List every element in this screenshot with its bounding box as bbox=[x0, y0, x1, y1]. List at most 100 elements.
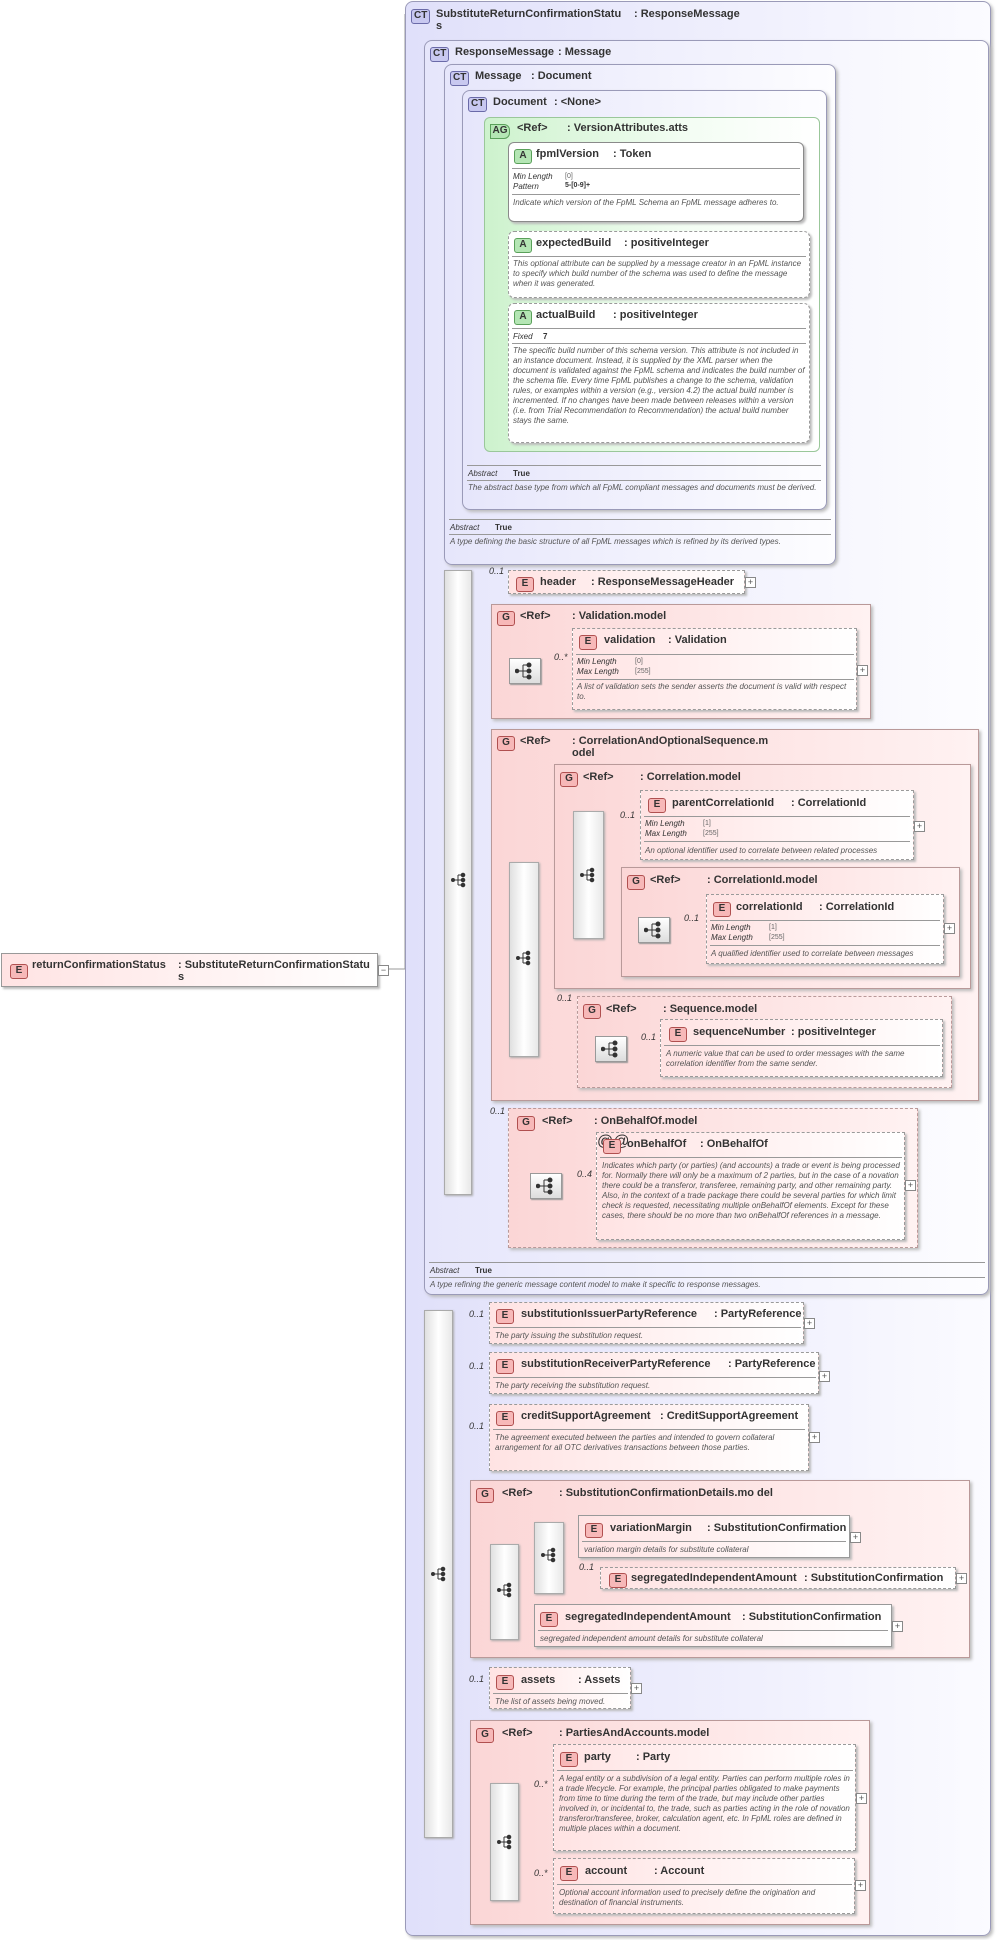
divider bbox=[429, 1277, 985, 1278]
element-substitution-issuer-party-reference[interactable]: E substitutionIssuerPartyReference : Par… bbox=[489, 1302, 804, 1344]
element-assets[interactable]: E assets : Assets The list of assets bei… bbox=[489, 1667, 631, 1709]
expand-icon[interactable]: + bbox=[631, 1683, 642, 1694]
sequence-compositor[interactable] bbox=[444, 570, 472, 1195]
divider bbox=[576, 654, 854, 655]
abstract-value: True bbox=[513, 469, 530, 478]
expand-icon[interactable]: + bbox=[914, 821, 925, 832]
element-type: : PartyReference bbox=[728, 1358, 816, 1370]
element-segregated-independent-amount-optional[interactable]: E segregatedIndependentAmount : Substitu… bbox=[600, 1567, 956, 1589]
sequence-icon[interactable] bbox=[638, 917, 670, 943]
element-substitution-receiver-party-reference[interactable]: E substitutionReceiverPartyReference : P… bbox=[489, 1352, 819, 1394]
expand-icon[interactable]: + bbox=[745, 577, 756, 588]
abstract-value: True bbox=[475, 1266, 492, 1275]
sequence-icon[interactable] bbox=[509, 658, 541, 684]
expand-icon[interactable]: − bbox=[378, 965, 389, 976]
documentation: The specific build number of this schema… bbox=[513, 346, 805, 425]
expand-icon[interactable]: + bbox=[905, 1180, 916, 1191]
element-account[interactable]: E account : Account Optional account inf… bbox=[553, 1858, 855, 1914]
abstract-label: Abstract bbox=[430, 1266, 460, 1275]
element-name: correlationId bbox=[736, 901, 803, 913]
min-length-label: Min Length bbox=[711, 923, 751, 932]
attribute-expected-build[interactable]: A expectedBuild : positiveInteger This o… bbox=[508, 231, 810, 298]
expand-icon[interactable]: + bbox=[850, 1532, 861, 1543]
attribute-fpml-version[interactable]: A fpmlVersion : Token Min Length [0] Pat… bbox=[508, 142, 804, 222]
sequence-compositor[interactable] bbox=[573, 811, 604, 939]
expand-icon[interactable]: + bbox=[956, 1573, 967, 1584]
element-badge: E bbox=[560, 1866, 578, 1881]
attribute-name: fpmlVersion bbox=[536, 148, 599, 160]
sequence-icon[interactable] bbox=[530, 1173, 562, 1199]
expand-icon[interactable]: + bbox=[944, 923, 955, 934]
documentation: Optional account information used to pre… bbox=[559, 1888, 816, 1907]
divider bbox=[512, 194, 800, 195]
element-sequence-number[interactable]: E sequenceNumber : positiveInteger A num… bbox=[660, 1019, 943, 1077]
sequence-compositor[interactable] bbox=[509, 862, 539, 1057]
expand-icon[interactable]: + bbox=[804, 1318, 815, 1329]
element-badge: E bbox=[496, 1411, 514, 1426]
element-validation[interactable]: E validation : Validation Min Length [0]… bbox=[572, 628, 857, 710]
min-length-label: Min Length bbox=[577, 657, 617, 666]
divider bbox=[664, 1045, 940, 1046]
element-badge: E bbox=[496, 1309, 514, 1324]
group-type: : Validation.model bbox=[572, 610, 667, 622]
element-badge: E bbox=[516, 577, 534, 592]
element-variation-margin[interactable]: E variationMargin : SubstitutionConfirma… bbox=[578, 1515, 850, 1558]
expand-icon[interactable]: + bbox=[857, 665, 868, 676]
min-length-value: [1] bbox=[703, 820, 711, 827]
element-segregated-independent-amount[interactable]: E segregatedIndependentAmount : Substitu… bbox=[534, 1604, 892, 1647]
documentation: A type defining the basic structure of a… bbox=[450, 537, 781, 546]
element-parent-correlation-id[interactable]: E parentCorrelationId : CorrelationId Mi… bbox=[640, 790, 914, 860]
expand-icon[interactable]: + bbox=[856, 1793, 867, 1804]
element-correlation-id[interactable]: E correlationId : CorrelationId Min Leng… bbox=[706, 894, 944, 964]
expand-icon[interactable]: + bbox=[809, 1432, 820, 1443]
abstract-label: Abstract bbox=[468, 469, 498, 478]
expand-icon[interactable]: + bbox=[892, 1621, 903, 1632]
attribute-actual-build[interactable]: A actualBuild : positiveInteger Fixed 7 … bbox=[508, 303, 810, 443]
divider bbox=[493, 1377, 816, 1378]
element-type: : CorrelationId bbox=[819, 901, 895, 913]
attribute-badge: A bbox=[514, 149, 532, 164]
documentation: The party receiving the substitution req… bbox=[495, 1381, 651, 1390]
group-type: : CorrelationId.model bbox=[707, 874, 818, 886]
sequence-compositor[interactable] bbox=[534, 1522, 564, 1594]
min-length-value: [1] bbox=[769, 924, 777, 931]
documentation: The party issuing the substitution reque… bbox=[495, 1331, 644, 1340]
occurrence-label: 0..* bbox=[554, 652, 568, 662]
sequence-icon[interactable] bbox=[595, 1036, 627, 1062]
element-type: : CreditSupportAgreement bbox=[660, 1410, 799, 1422]
complex-type-base: : ResponseMessage bbox=[634, 8, 740, 20]
expand-icon[interactable]: + bbox=[819, 1371, 830, 1382]
element-name: header bbox=[540, 576, 577, 588]
expand-icon[interactable]: + bbox=[855, 1880, 866, 1891]
occurrence-label: 0..1 bbox=[469, 1674, 485, 1684]
divider bbox=[429, 1262, 985, 1263]
attribute-type: : positiveInteger bbox=[624, 237, 709, 249]
abstract-label: Abstract bbox=[450, 523, 480, 532]
element-credit-support-agreement[interactable]: E creditSupportAgreement : CreditSupport… bbox=[489, 1404, 809, 1471]
documentation: A numeric value that can be used to orde… bbox=[666, 1049, 905, 1068]
element-badge: E bbox=[579, 635, 597, 650]
attribute-group-type: : VersionAttributes.atts bbox=[567, 122, 689, 134]
element-name: variationMargin bbox=[610, 1522, 692, 1534]
sequence-icon bbox=[497, 1834, 513, 1850]
group-ref: <Ref> bbox=[520, 610, 551, 622]
complex-type-base: : Document bbox=[531, 70, 592, 82]
element-on-behalf-of[interactable]: E onBehalfOf : OnBehalfOf @@Indicates wh… bbox=[596, 1132, 905, 1240]
element-name: substitutionReceiverPartyReference bbox=[521, 1358, 711, 1370]
root-element-returnConfirmationStatus[interactable]: E returnConfirmationStatus : SubstituteR… bbox=[1, 953, 378, 987]
occurrence-label: 0..* bbox=[534, 1868, 548, 1878]
group-badge: G bbox=[497, 611, 515, 626]
complex-type-name: SubstituteReturnConfirmationStatu s bbox=[436, 8, 622, 32]
min-length-label: Min Length bbox=[513, 172, 553, 181]
occurrence-label: 0..* bbox=[534, 1779, 548, 1789]
element-type: : Party bbox=[636, 1751, 671, 1763]
element-type: : positiveInteger bbox=[791, 1026, 876, 1038]
occurrence-label: 0..1 bbox=[641, 1032, 657, 1042]
element-header[interactable]: E header : ResponseMessageHeader bbox=[508, 570, 745, 594]
element-type: : SubstitutionConfirmation bbox=[707, 1522, 847, 1534]
min-length-value: [0] bbox=[635, 658, 643, 665]
sequence-icon bbox=[451, 872, 467, 888]
complex-type-badge: CT bbox=[430, 47, 450, 62]
element-party[interactable]: E party : Party A legal entity or a subd… bbox=[553, 1744, 856, 1851]
element-type: : SubstitutionConfirmation bbox=[804, 1572, 944, 1584]
